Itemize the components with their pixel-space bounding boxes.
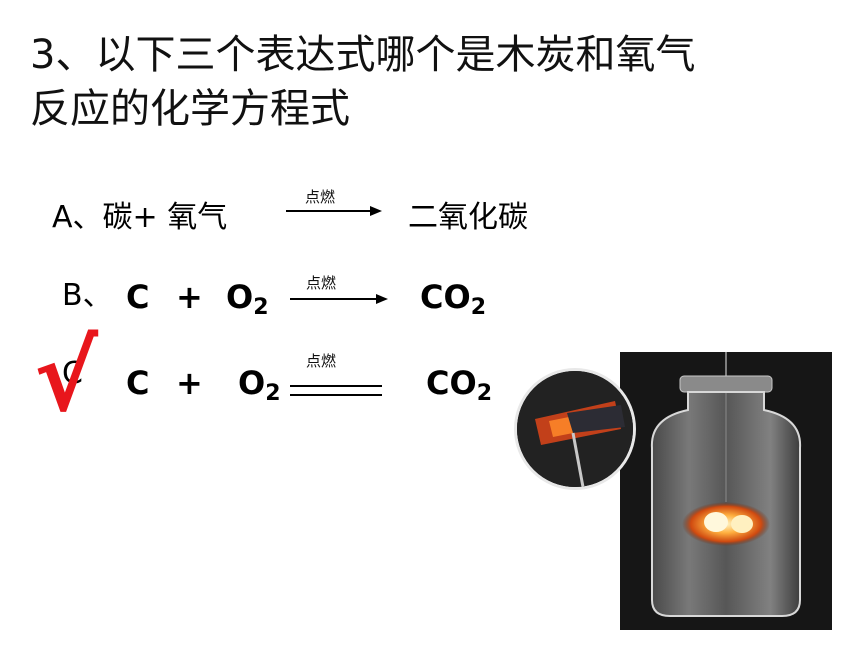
option-a-arrow-head xyxy=(370,206,382,216)
option-c-co: CO xyxy=(426,364,477,402)
jar-photo xyxy=(620,352,832,630)
option-c-co-sub: 2 xyxy=(476,381,492,406)
option-b-arrow-head xyxy=(376,294,388,304)
option-b-co: CO xyxy=(420,278,471,316)
option-b-reactant-c: C xyxy=(126,278,150,316)
option-b-plus: + xyxy=(176,278,203,316)
option-a-label: A、 xyxy=(52,200,103,235)
option-b-condition: 点燃 xyxy=(306,274,337,292)
option-c-reactant-c: C xyxy=(126,364,150,402)
option-b-co-sub: 2 xyxy=(470,295,486,320)
charcoal-illustration xyxy=(517,371,633,487)
charcoal-closeup xyxy=(514,368,636,490)
option-c-o-sub: 2 xyxy=(265,381,281,406)
question-line-2: 反应的化学方程式 xyxy=(30,86,350,132)
option-b-arrow xyxy=(290,298,376,300)
option-a-arrow xyxy=(286,210,370,212)
option-a-condition: 点燃 xyxy=(305,188,336,206)
option-c-label: C xyxy=(62,356,83,391)
question-title: 3、以下三个表达式哪个是木炭和氧气 反应的化学方程式 xyxy=(30,28,840,136)
option-c-plus: + xyxy=(176,364,203,402)
option-b-o: O xyxy=(226,278,254,316)
option-b-reactant-o2: O2 xyxy=(226,278,269,320)
option-c-equals-bottom xyxy=(290,394,382,396)
option-c-reactant-o2: O2 xyxy=(238,364,281,406)
option-c-equals-top xyxy=(290,385,382,387)
option-b-product: CO2 xyxy=(420,278,486,320)
option-a: A、碳+ 氧气 xyxy=(52,192,227,236)
option-b-o-sub: 2 xyxy=(253,295,269,320)
option-c-product: CO2 xyxy=(426,364,492,406)
option-a-product: 二氧化碳 xyxy=(408,200,528,235)
jar-illustration xyxy=(650,352,802,617)
option-b-label: B、 xyxy=(62,278,113,313)
option-c-o: O xyxy=(238,364,266,402)
question-line-1: 3、以下三个表达式哪个是木炭和氧气 xyxy=(30,32,696,78)
checkmark: √ xyxy=(34,321,99,433)
option-a-reactants: 碳+ 氧气 xyxy=(102,200,228,235)
option-c-condition: 点燃 xyxy=(306,352,337,370)
